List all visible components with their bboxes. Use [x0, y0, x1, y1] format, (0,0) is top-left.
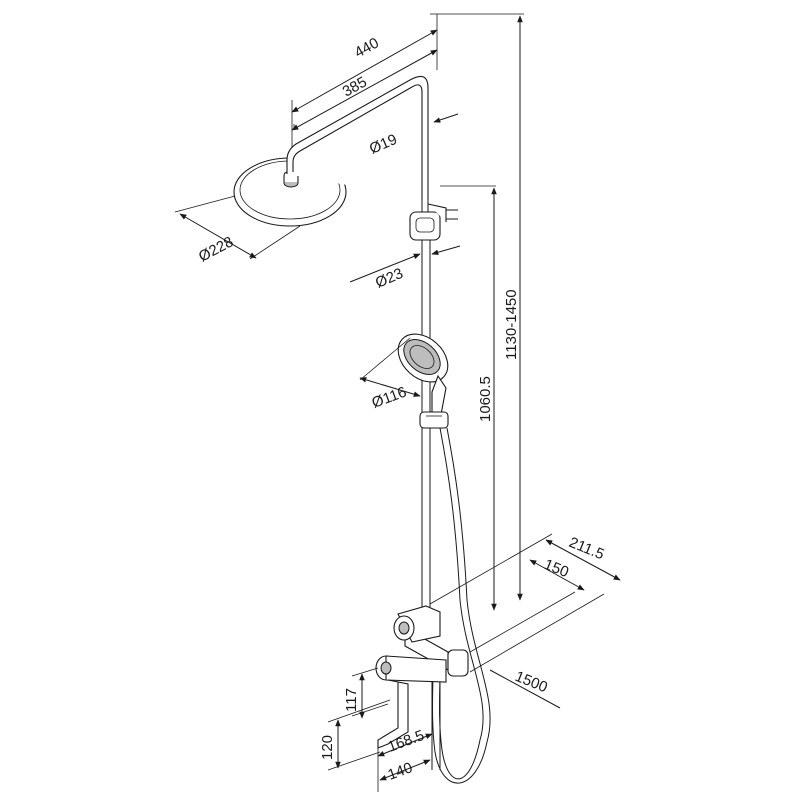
- riser-diameter-dimension: [349, 245, 461, 283]
- height-dimension-lines: [430, 13, 524, 611]
- dim-riser-diameter: Ø23: [373, 265, 406, 292]
- head-diameter-dimension: [174, 195, 301, 260]
- mixer-body: [375, 605, 469, 770]
- hand-shower-diameter-dimension: [359, 337, 421, 397]
- overhead-arm: [286, 75, 429, 200]
- hand-shower: [397, 333, 449, 429]
- dim-head-diameter: Ø228: [196, 233, 236, 265]
- dim-hand-shower-diameter: Ø116: [370, 384, 409, 412]
- depth-dimension-lines: [429, 533, 621, 709]
- riser-slider: [409, 203, 458, 241]
- dim-holder-height: 1060.5: [477, 376, 494, 422]
- dim-arm-length: 440: [352, 34, 382, 61]
- dim-spout-offset: 140: [386, 759, 415, 784]
- dim-center-distance: 150: [542, 556, 572, 581]
- spout-dimension-lines: [327, 667, 433, 792]
- shower-hose: [432, 427, 491, 784]
- dim-spout-height: 117: [343, 688, 360, 712]
- dim-arm-reach: 385: [340, 73, 370, 100]
- dim-mixer-depth: 211.5: [567, 534, 607, 563]
- riser-pipe: [421, 200, 431, 620]
- dim-mixer-drop: 120: [319, 735, 336, 760]
- dim-riser-height: 1130-1450: [503, 289, 520, 360]
